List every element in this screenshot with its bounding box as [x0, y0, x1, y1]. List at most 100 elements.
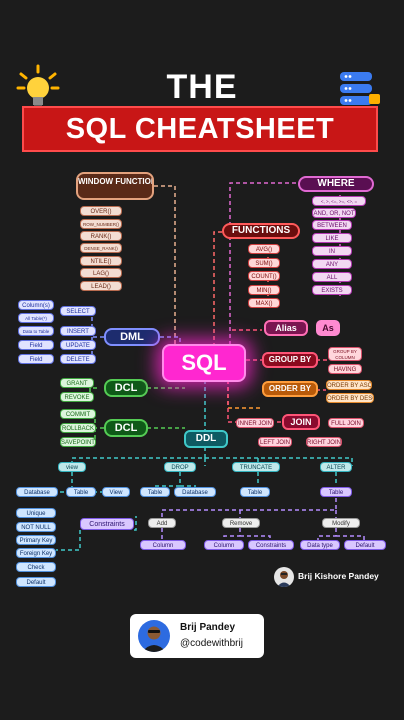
- constraints-node[interactable]: Constraints: [80, 518, 134, 530]
- function-item[interactable]: MAX(): [248, 298, 280, 308]
- database-server-icon: [338, 70, 382, 110]
- dcl-item[interactable]: REVOKE: [60, 392, 94, 402]
- alias-node[interactable]: Alias: [264, 320, 308, 336]
- title-the: THE: [166, 68, 238, 106]
- ddl-label: DDL: [195, 433, 217, 444]
- dml-left-item: Column(s): [18, 300, 54, 310]
- wf-item[interactable]: RANK(): [80, 231, 122, 241]
- dcl-label: DCL: [114, 382, 138, 394]
- where-label: WHERE: [317, 178, 355, 189]
- order-by-node[interactable]: ORDER BY: [262, 381, 318, 397]
- wf-item[interactable]: NTILE(): [80, 256, 122, 266]
- remove-item[interactable]: Column: [204, 540, 244, 550]
- join-item[interactable]: FULL JOIN: [328, 418, 364, 428]
- function-item[interactable]: COUNT(): [248, 271, 280, 281]
- as-node[interactable]: As: [316, 320, 340, 336]
- ddl-truncate[interactable]: TRUNCATE: [232, 462, 280, 472]
- dml-item[interactable]: INSERT: [60, 326, 96, 336]
- where-item[interactable]: IN: [312, 246, 352, 256]
- tcl-label: DCL: [114, 422, 138, 434]
- window-functions-label: WINDOW FUNCTIONS: [78, 177, 154, 186]
- modify-item[interactable]: Data type: [300, 540, 340, 550]
- join-item[interactable]: RIGHT JOIN: [306, 437, 342, 447]
- tcl-item[interactable]: SAVEPOINT: [60, 437, 96, 447]
- order-by-label: ORDER BY: [268, 384, 312, 393]
- remove-item[interactable]: Constraints: [248, 540, 294, 550]
- constraint-item[interactable]: Unique: [16, 508, 56, 518]
- where-item[interactable]: LIKE: [312, 233, 352, 243]
- constraint-item[interactable]: Primary Key: [16, 535, 56, 545]
- author-card[interactable]: Brij Pandey @codewithbrij: [130, 614, 264, 658]
- modify-item[interactable]: Default: [344, 540, 386, 550]
- group-by-item[interactable]: GROUP BY COLUMN: [328, 347, 362, 361]
- dml-left-item: Field: [18, 340, 54, 350]
- order-by-item[interactable]: ORDER BY DESC: [326, 393, 374, 403]
- tcl-item[interactable]: ROLLBACK: [60, 423, 96, 433]
- dml-node[interactable]: DML: [104, 328, 160, 346]
- ddl-alter[interactable]: ALTER: [320, 462, 352, 472]
- constraint-item[interactable]: NOT NULL: [16, 522, 56, 532]
- as-label: As: [322, 323, 334, 333]
- dml-left-item: Data to Table: [18, 326, 54, 336]
- dml-left-item: Field: [18, 354, 54, 364]
- wf-item[interactable]: ROW_NUMBER(): [80, 219, 122, 229]
- wf-item[interactable]: OVER(): [80, 206, 122, 216]
- group-by-item[interactable]: HAVING: [328, 364, 362, 374]
- add-item[interactable]: Column: [140, 540, 186, 550]
- alter-target[interactable]: Table: [320, 487, 352, 497]
- functions-node[interactable]: FUNCTIONS: [222, 223, 300, 239]
- sql-center-node[interactable]: SQL: [162, 344, 246, 382]
- function-item[interactable]: MIN(): [248, 285, 280, 295]
- join-node[interactable]: JOIN: [282, 414, 320, 430]
- dml-item[interactable]: DELETE: [60, 354, 96, 364]
- drop-target[interactable]: Database: [174, 487, 216, 497]
- truncate-target[interactable]: Table: [240, 487, 270, 497]
- join-item[interactable]: LEFT JOIN: [258, 437, 292, 447]
- join-label: JOIN: [290, 417, 312, 427]
- order-by-item[interactable]: ORDER BY ASC: [326, 380, 372, 390]
- function-item[interactable]: SUM(): [248, 258, 280, 268]
- remove-node[interactable]: Remove: [222, 518, 260, 528]
- constraint-item[interactable]: Foreign Key: [16, 548, 56, 558]
- where-item[interactable]: BETWEEN: [312, 220, 352, 230]
- author-card-name: Brij Pandey: [180, 622, 236, 633]
- dml-item[interactable]: UPDATE: [60, 340, 96, 350]
- lightbulb-icon: [16, 64, 60, 110]
- functions-label: FUNCTIONS: [231, 225, 291, 236]
- window-functions-node[interactable]: WINDOW FUNCTIONS: [76, 172, 154, 200]
- dml-label: DML: [120, 331, 144, 343]
- function-item[interactable]: AVG(): [248, 244, 280, 254]
- tcl-node[interactable]: DCL: [104, 419, 148, 437]
- ddl-view[interactable]: view: [58, 462, 86, 472]
- where-node[interactable]: WHERE: [298, 176, 374, 192]
- sql-center-label: SQL: [181, 350, 227, 375]
- author-avatar: [138, 620, 170, 652]
- dml-item[interactable]: SELECT: [60, 306, 96, 316]
- tcl-item[interactable]: COMMIT: [60, 409, 96, 419]
- drop-target[interactable]: Table: [140, 487, 170, 497]
- where-item[interactable]: ALL: [312, 272, 352, 282]
- group-by-node[interactable]: GROUP BY: [262, 352, 318, 368]
- constraint-item[interactable]: Default: [16, 577, 56, 587]
- dcl-node[interactable]: DCL: [104, 379, 148, 397]
- wf-item[interactable]: LEAD(): [80, 281, 122, 291]
- dcl-item[interactable]: GRANT: [60, 378, 94, 388]
- where-item[interactable]: EXISTS: [312, 285, 352, 295]
- author-card-handle: @codewithbrij: [180, 638, 243, 649]
- add-node[interactable]: Add: [148, 518, 176, 528]
- title-banner: SQL CHEATSHEET: [22, 106, 378, 152]
- where-item[interactable]: AND, OR, NOT: [312, 208, 356, 218]
- ddl-drop[interactable]: DROP: [164, 462, 196, 472]
- join-item[interactable]: INNER JOIN: [236, 418, 274, 428]
- dml-left-item: All Table(*): [18, 313, 54, 323]
- view-target[interactable]: View: [102, 487, 130, 497]
- constraint-item[interactable]: Check: [16, 562, 56, 572]
- wf-item[interactable]: DENSE_RANK(): [80, 243, 122, 253]
- modify-node[interactable]: Modify: [322, 518, 360, 528]
- where-item[interactable]: <, >, <=, >=, <>, =: [312, 196, 366, 206]
- view-target[interactable]: Database: [16, 487, 58, 497]
- wf-item[interactable]: LAG(): [80, 268, 122, 278]
- where-item[interactable]: ANY: [312, 259, 352, 269]
- view-target[interactable]: Table: [66, 487, 96, 497]
- ddl-node[interactable]: DDL: [184, 430, 228, 448]
